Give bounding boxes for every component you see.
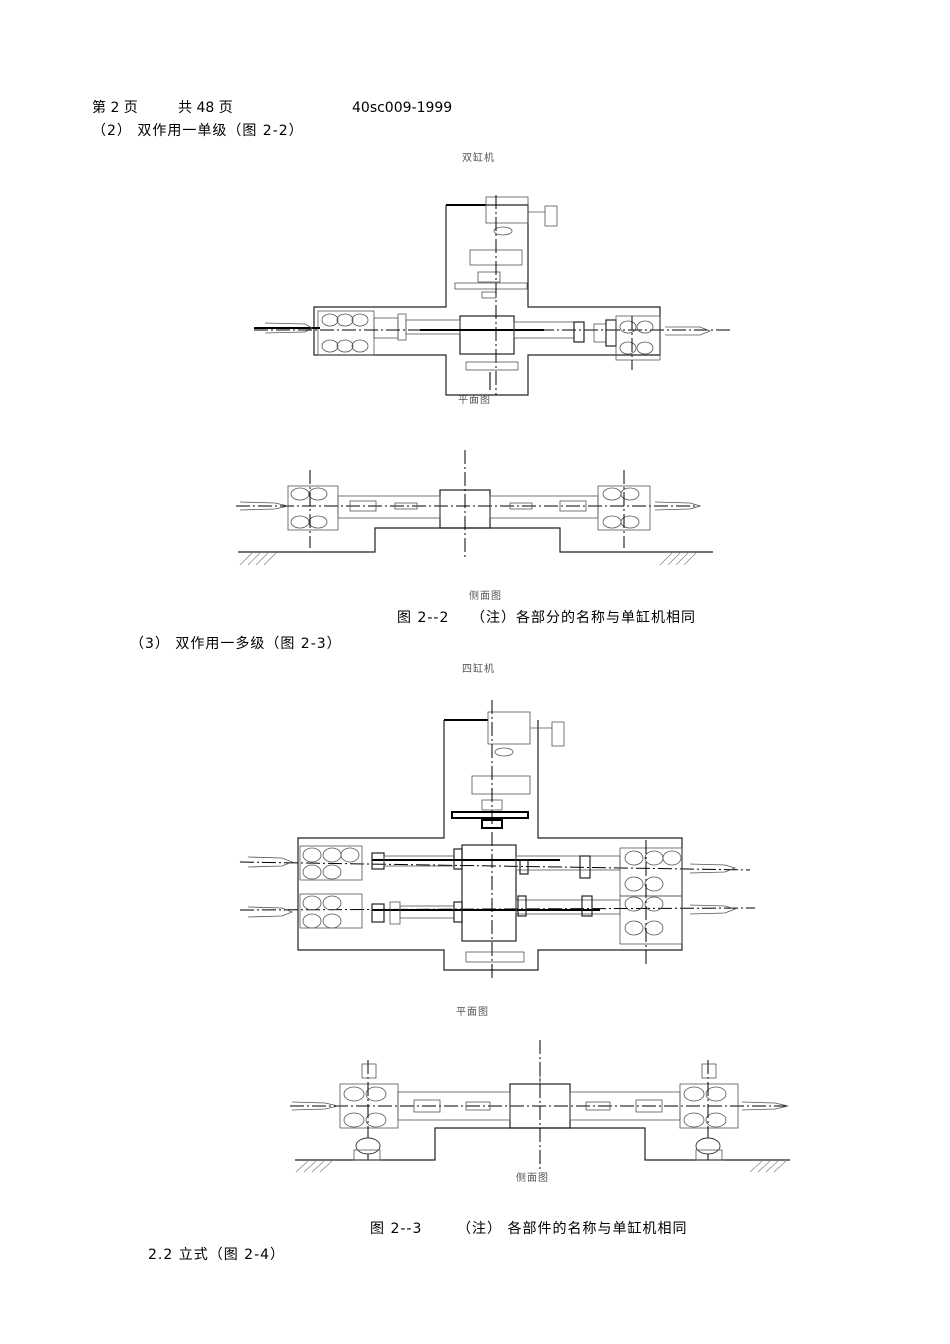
- figure-2-2-side-view: [236, 450, 713, 566]
- figure-2-3-side-view: [290, 1040, 790, 1173]
- figure-2-3-side-label: 侧面图: [516, 1173, 549, 1184]
- figure-2-3-title: 四缸机: [462, 664, 495, 675]
- figure-2-3-caption-note: （注） 各部件的名称与单缸机相同: [457, 1221, 688, 1237]
- section-heading-2: （2） 双作用一单级（图 2-2）: [92, 123, 304, 139]
- figure-2-3-caption-id: 图 2--3: [370, 1221, 423, 1237]
- page-total: 共 48 页: [178, 100, 233, 116]
- page-number: 第 2 页: [92, 100, 138, 116]
- figure-2-3-plan-label: 平面图: [456, 1007, 489, 1018]
- figure-2-2-caption-note: （注）各部分的名称与单缸机相同: [471, 610, 696, 626]
- section-heading-2-2: 2.2 立式（图 2-4）: [148, 1247, 286, 1263]
- figure-2-2-title: 双缸机: [462, 153, 495, 164]
- document-code: 40sc009-1999: [352, 100, 453, 116]
- figure-2-2-caption-id: 图 2--2: [397, 610, 450, 626]
- figure-2-2-side-label: 侧面图: [469, 591, 502, 602]
- figure-2-3-plan-view: [239, 700, 756, 980]
- section-heading-3: （3） 双作用一多级（图 2-3）: [130, 636, 342, 652]
- figure-2-2-plan-view: [254, 195, 730, 396]
- figure-2-2-plan-label: 平面图: [458, 395, 491, 406]
